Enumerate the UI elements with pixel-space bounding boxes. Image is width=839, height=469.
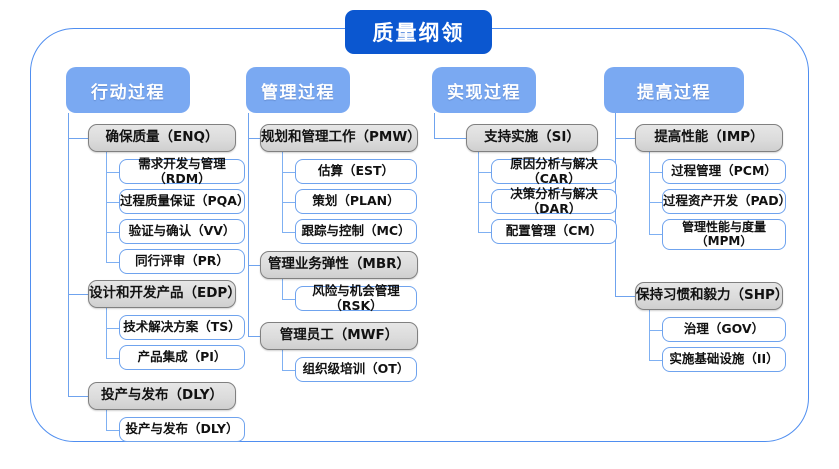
connector-shp-0	[649, 330, 662, 331]
leaf-box-rdm[interactable]: 需求开发与管理（RDM）	[119, 156, 245, 185]
category-box-si[interactable]: 支持实施（SI）	[466, 124, 598, 152]
column-header-management[interactable]: 管理过程	[246, 67, 350, 113]
connector-dly-0	[106, 430, 119, 431]
category-box-pmw[interactable]: 规划和管理工作（PMW）	[260, 124, 421, 152]
leaf-box-ot[interactable]: 组织级培训（OT）	[295, 357, 417, 382]
leaf-box-pr[interactable]: 同行评审（PR）	[119, 249, 245, 274]
child-trunk-enq	[106, 152, 107, 262]
connector-action-g0	[68, 138, 88, 139]
connector-si-2	[478, 232, 491, 233]
connector-enq-2	[106, 232, 119, 233]
column-header-action[interactable]: 行动过程	[66, 67, 190, 113]
connector-action-g2	[68, 396, 88, 397]
child-trunk-imp	[649, 152, 650, 234]
leaf-box-dly-child[interactable]: 投产与发布（DLY）	[119, 417, 245, 442]
child-trunk-pmw	[282, 152, 283, 232]
child-trunk-si	[478, 152, 479, 232]
connector-impr-g1	[615, 296, 635, 297]
category-box-mbr[interactable]: 管理业务弹性（MBR）	[260, 251, 418, 279]
connector-impr-g0	[615, 138, 635, 139]
connector-mbr-0	[282, 299, 295, 300]
connector-mwf-0	[282, 370, 295, 371]
connector-imp-1	[649, 202, 662, 203]
connector-si-1	[478, 202, 491, 203]
leaf-box-dar[interactable]: 决策分析与解决（DAR）	[491, 186, 617, 215]
category-box-dly[interactable]: 投产与发布（DLY）	[88, 382, 236, 410]
connector-action-g1	[68, 294, 88, 295]
column-header-implementation[interactable]: 实现过程	[432, 67, 536, 113]
connector-mgmt-g1	[248, 265, 260, 266]
category-box-edp[interactable]: 设计和开发产品（EDP）	[88, 280, 241, 308]
leaf-box-pcm[interactable]: 过程管理（PCM）	[662, 159, 786, 184]
child-trunk-edp	[106, 308, 107, 358]
connector-enq-0	[106, 172, 119, 173]
column-header-improvement[interactable]: 提高过程	[604, 67, 744, 113]
leaf-box-mc[interactable]: 跟踪与控制（MC）	[295, 219, 417, 244]
leaf-box-car[interactable]: 原因分析与解决（CAR）	[491, 156, 617, 185]
connector-imp-0	[649, 172, 662, 173]
connector-imp-2	[649, 234, 662, 235]
connector-pmw-2	[282, 232, 295, 233]
child-trunk-mwf	[282, 350, 283, 370]
connector-enq-1	[106, 202, 119, 203]
leaf-box-vv[interactable]: 验证与确认（VV）	[119, 219, 245, 244]
child-trunk-mbr	[282, 279, 283, 299]
main-title: 质量纲领	[345, 10, 492, 54]
trunk-line-action	[68, 113, 69, 396]
leaf-box-gov[interactable]: 治理（GOV）	[662, 317, 786, 342]
connector-edp-1	[106, 358, 119, 359]
leaf-box-ts[interactable]: 技术解决方案（TS）	[119, 315, 245, 340]
leaf-box-cm[interactable]: 配置管理（CM）	[491, 219, 617, 244]
connector-si-0	[478, 172, 491, 173]
category-box-shp[interactable]: 保持习惯和毅力（SHP）	[635, 282, 788, 310]
category-box-enq[interactable]: 确保质量（ENQ）	[88, 124, 236, 152]
leaf-box-rsk[interactable]: 风险与机会管理（RSK）	[295, 283, 417, 312]
connector-enq-3	[106, 262, 119, 263]
trunk-line-implementation	[434, 113, 435, 138]
leaf-box-pad[interactable]: 过程资产开发（PAD）	[662, 189, 791, 214]
child-trunk-dly	[106, 410, 107, 430]
connector-pmw-0	[282, 172, 295, 173]
leaf-box-pqa[interactable]: 过程质量保证（PQA）	[119, 189, 249, 214]
connector-shp-1	[649, 360, 662, 361]
trunk-line-management	[248, 113, 249, 337]
leaf-box-ii[interactable]: 实施基础设施（II）	[662, 347, 786, 372]
leaf-box-plan[interactable]: 策划（PLAN）	[295, 189, 417, 214]
category-box-imp[interactable]: 提高性能（IMP）	[635, 124, 783, 152]
connector-mgmt-g0	[248, 138, 260, 139]
connector-edp-0	[106, 328, 119, 329]
leaf-box-est[interactable]: 估算（EST）	[295, 159, 417, 184]
category-box-mwf[interactable]: 管理员工（MWF）	[260, 322, 418, 350]
connector-pmw-1	[282, 202, 295, 203]
connector-impl-g0	[434, 138, 466, 139]
connector-mgmt-g2	[248, 336, 260, 337]
leaf-box-mpm[interactable]: 管理性能与度量 （MPM）	[662, 219, 786, 250]
child-trunk-shp	[649, 310, 650, 360]
leaf-box-pi[interactable]: 产品集成（PI）	[119, 345, 245, 370]
